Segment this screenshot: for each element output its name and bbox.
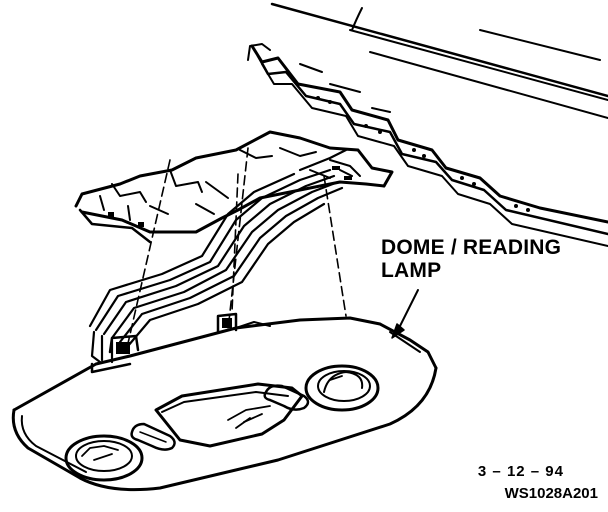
dome-switch: [130, 422, 176, 451]
callout-line-1: DOME / READING: [381, 236, 562, 259]
wiring-harness: [88, 148, 348, 364]
figure-code: WS1028A201: [504, 485, 598, 502]
callout-line-2: LAMP: [381, 259, 442, 282]
part-callout-label: DOME / READING LAMP: [381, 236, 561, 282]
map-switch: [263, 384, 310, 411]
roof-panel: [247, 2, 608, 247]
left-reading-lamp: [64, 434, 144, 482]
dome-lamp-housing: [11, 312, 438, 492]
figure-date: 3 – 12 – 94: [477, 463, 564, 480]
headliner-bracket: [74, 130, 394, 244]
dome-lamp-lens: [154, 382, 304, 448]
callout-leader: [391, 289, 419, 339]
alignment-lines: [125, 147, 347, 353]
right-reading-lamp: [304, 364, 380, 412]
